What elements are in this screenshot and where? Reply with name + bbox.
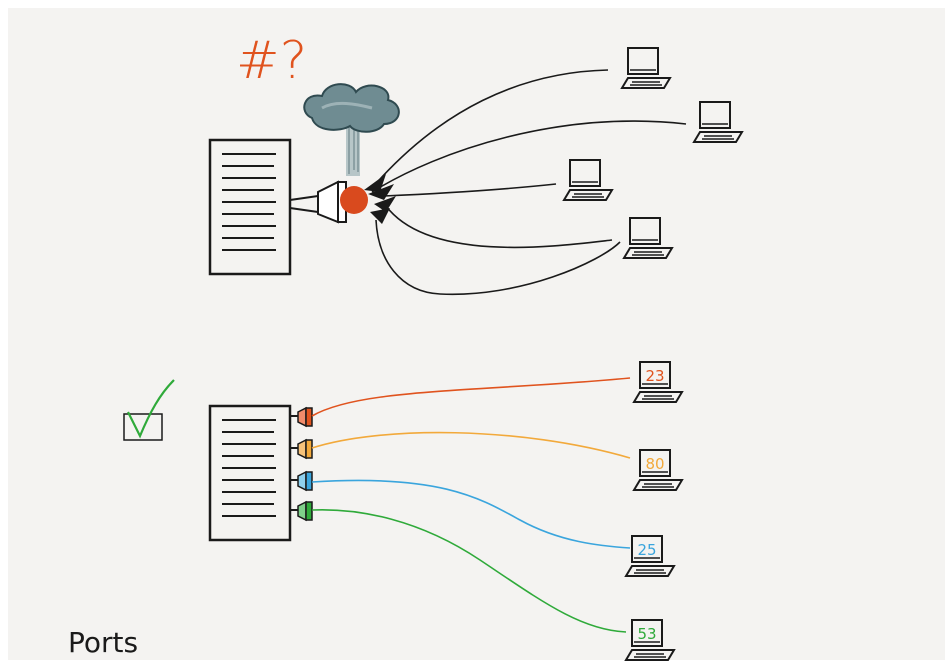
computer-port-25: 25: [625, 535, 675, 577]
plug-icon: [290, 470, 313, 492]
connection-port-80: [311, 431, 631, 459]
caption: Ports: [68, 626, 138, 659]
overloaded-port: [340, 186, 368, 214]
background: [8, 8, 945, 660]
plug-icon: [290, 500, 313, 522]
connections: [371, 69, 687, 296]
plug-icon: [290, 406, 313, 428]
top-scenario: #?: [208, 31, 743, 296]
port-number: 80: [645, 455, 664, 473]
question-label: #?: [236, 31, 307, 91]
server-icon: [208, 404, 292, 542]
cloud-icon: [303, 83, 400, 176]
computer-port-53: 53: [625, 619, 675, 661]
connection-port-53: [311, 508, 627, 633]
bottom-scenario: 23 80 25 53: [123, 361, 683, 661]
server-icon: [208, 138, 292, 276]
port-number: 23: [645, 367, 664, 385]
checkbox-icon: [123, 379, 175, 441]
plug-icon: [290, 438, 313, 460]
connection-port-25: [311, 479, 631, 549]
computer-port-80: 80: [633, 449, 683, 491]
computer-port-23: 23: [633, 361, 683, 403]
port-number: 53: [637, 625, 656, 643]
connection-port-23: [311, 377, 631, 417]
port-number: 25: [637, 541, 656, 559]
arrowheads: [364, 174, 396, 224]
